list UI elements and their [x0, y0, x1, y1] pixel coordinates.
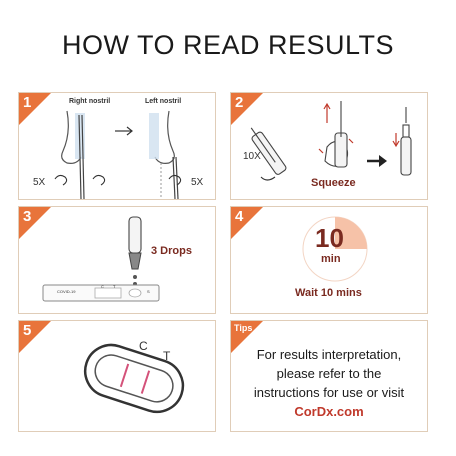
- sample-mark: S: [147, 289, 150, 294]
- step-4-panel: 4 10 min Wait 10 mins: [230, 206, 428, 314]
- shake-count: 10X: [243, 151, 261, 162]
- tips-badge-label: Tips: [234, 323, 253, 333]
- step-badge: [231, 207, 264, 240]
- timer-illustration: [302, 216, 368, 282]
- tips-line: instructions for use or visit: [253, 385, 405, 400]
- drop-illustration: [42, 216, 160, 302]
- step-number: 3: [23, 208, 32, 225]
- step-1-panel: 1 Right nostril Left nostril 5X 5X: [18, 92, 216, 200]
- test-mark: T: [163, 349, 171, 363]
- drops-label: 3 Drops: [151, 245, 192, 257]
- control-mark: C: [101, 284, 104, 289]
- squeeze-label: Squeeze: [311, 177, 356, 189]
- control-mark: C: [139, 339, 148, 353]
- cassette-label: COVID-19: [57, 289, 76, 294]
- tips-line: For results interpretation,: [256, 347, 402, 362]
- timer-unit: min: [321, 253, 341, 265]
- test-mark: T: [113, 284, 116, 289]
- page-title: HOW TO READ RESULTS: [61, 30, 395, 60]
- nose-swab-illustration: [54, 110, 182, 199]
- tips-text: For results interpretation, please refer…: [231, 345, 427, 421]
- step-badge: [19, 321, 52, 354]
- step-number: 4: [235, 208, 244, 225]
- left-nostril-label: Left nostril: [145, 98, 182, 105]
- step-2-panel: 2 10X Squeeze: [230, 92, 428, 200]
- step-number: 2: [235, 94, 244, 111]
- tips-panel: Tips For results interpretation, please …: [230, 320, 428, 432]
- wait-label: Wait 10 mins: [295, 287, 362, 299]
- right-nostril-label: Right nostril: [69, 98, 111, 105]
- step-badge: [231, 93, 264, 126]
- step-badge: [19, 207, 52, 240]
- step-5-panel: 5 C T: [18, 320, 216, 432]
- step-number: 1: [23, 94, 32, 111]
- step-number: 5: [23, 322, 32, 339]
- cordx-link[interactable]: CorDx.com: [294, 404, 364, 419]
- rotation-count: 5X: [33, 177, 46, 188]
- tips-badge: [231, 321, 264, 354]
- step-3-panel: 3 3 Drops COVID-19 C T S: [18, 206, 216, 314]
- tips-line: please refer to the: [276, 366, 382, 381]
- swab-tube-illustration: [250, 101, 412, 181]
- timer-value: 10: [315, 223, 344, 253]
- result-window-illustration: [83, 343, 185, 414]
- rotation-count: 5X: [191, 177, 204, 188]
- step-badge: [19, 93, 52, 126]
